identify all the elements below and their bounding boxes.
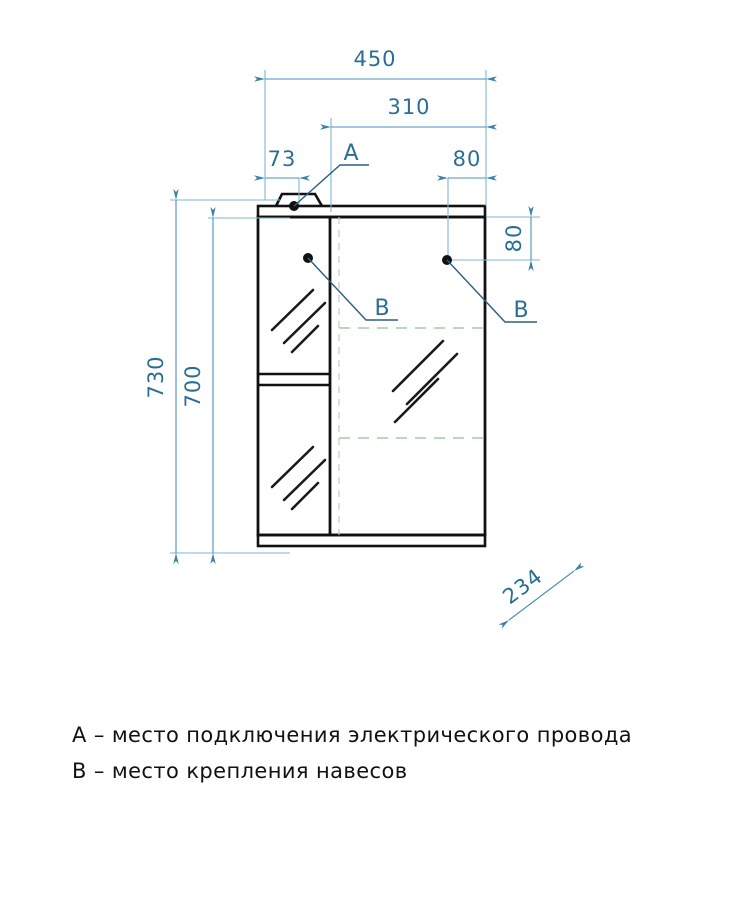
dimension-overall-width: 450 — [254, 47, 497, 206]
dimension-body-height: 700 — [181, 207, 290, 564]
dimension-310-label: 310 — [387, 95, 430, 119]
marker-b-left: B — [303, 253, 398, 321]
marker-b-right: B — [442, 255, 537, 323]
dimension-depth: 234 — [498, 562, 585, 629]
marker-a-label: A — [343, 141, 358, 166]
cabinet-body — [256, 192, 487, 548]
dimension-700-label: 700 — [181, 364, 205, 407]
marker-b-left-label: B — [374, 296, 389, 321]
legend-line-b: B – место крепления навесов — [72, 759, 407, 783]
dimension-mirror-width: 310 — [320, 95, 497, 212]
marker-b-right-label: B — [513, 298, 528, 323]
dimension-234-label: 234 — [498, 564, 547, 609]
legend-line-a: A – место подключения электрического про… — [72, 723, 632, 747]
glass-reflection-lower-door — [270, 445, 327, 511]
dimension-overall-height: 730 — [144, 189, 280, 564]
left-column-shelf — [258, 372, 330, 387]
marker-a: A — [289, 141, 369, 211]
glass-reflection-mirror — [391, 339, 459, 424]
dimension-80-side-label: 80 — [502, 224, 526, 253]
glass-reflection-upper-door — [270, 288, 327, 354]
legend: A – место подключения электрического про… — [72, 723, 632, 783]
mirror-area — [339, 327, 485, 439]
dimension-mount-drop: 80 — [450, 206, 540, 271]
dimension-spout-offset: 73 — [254, 147, 310, 205]
dimension-73-label: 73 — [268, 147, 297, 171]
bottom-rail — [256, 533, 487, 548]
dimension-730-label: 730 — [144, 355, 168, 398]
dimension-80-top-label: 80 — [453, 147, 482, 171]
dimension-mount-offset: 80 — [437, 147, 497, 258]
dimension-450-label: 450 — [353, 47, 396, 71]
